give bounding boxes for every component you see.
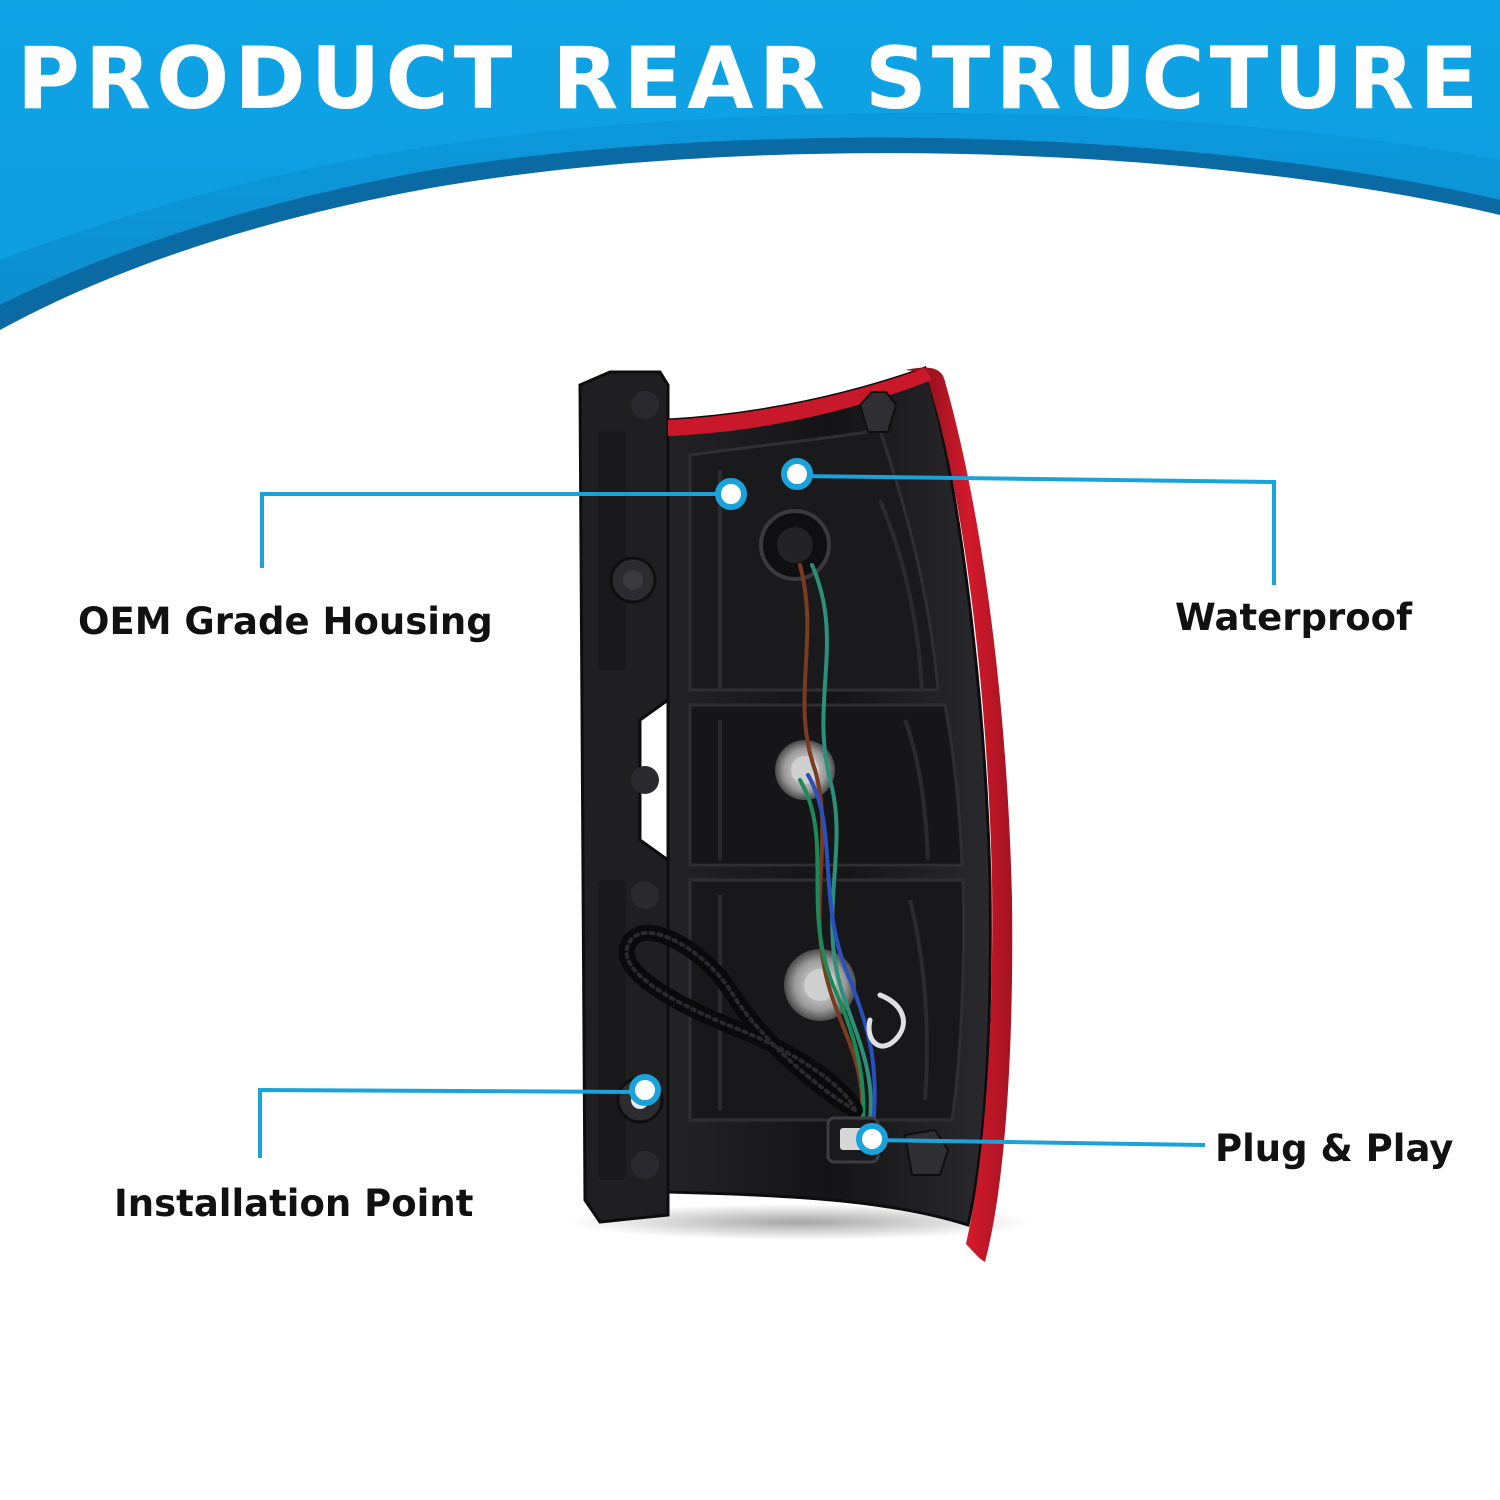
banner-highlight (0, 0, 1500, 260)
callout-markers (629, 458, 888, 1155)
label-plug-and-play: Plug & Play (1215, 1127, 1454, 1170)
tail-light-housing (578, 366, 1013, 1262)
bulb-socket-top (759, 509, 831, 581)
callout-line-waterproof (796, 474, 1276, 585)
red-lens-top (668, 368, 932, 436)
marker-housing (715, 478, 747, 510)
marker-installation (629, 1074, 661, 1106)
banner-title: PRODUCT REAR STRUCTURE (16, 29, 1484, 129)
marker-waterproof (781, 458, 813, 490)
red-lens-edge (905, 367, 1013, 1262)
callout-line-installation (258, 1087, 645, 1158)
top-banner (0, 0, 1500, 330)
marker-plug (856, 1123, 888, 1155)
wiring-harness (618, 563, 906, 1137)
callout-line-plug (871, 1138, 1206, 1147)
housing-ribs (718, 470, 930, 1110)
label-oem-grade-housing: OEM Grade Housing (78, 600, 493, 643)
callout-line-housing (260, 492, 730, 568)
mounting-stud-top (609, 556, 657, 604)
top-clip (858, 391, 898, 433)
callout-lines (258, 474, 1276, 1158)
label-installation-point: Installation Point (114, 1182, 474, 1225)
label-waterproof: Waterproof (1175, 596, 1413, 639)
